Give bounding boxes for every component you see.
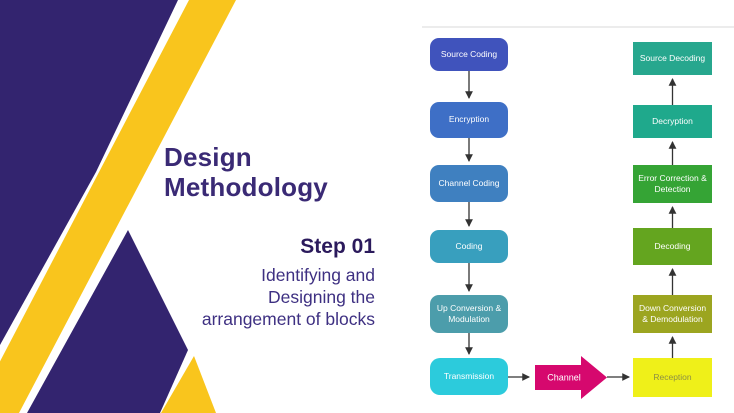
yellow-diagonal-band — [0, 0, 236, 413]
step-description: Identifying and Designing the arrangemen… — [201, 265, 375, 330]
flow-block-error-correction-detection: Error Correction & Detection — [633, 165, 712, 203]
flow-block-decoding: Decoding — [633, 228, 712, 265]
flow-block-reception: Reception — [633, 358, 712, 397]
flow-block-source-decoding: Source Decoding — [633, 42, 712, 75]
flow-block-up-conversion-modulation: Up Conversion & Modulation — [430, 295, 508, 333]
purple-triangle-lower — [27, 230, 188, 413]
connector-lines — [465, 71, 677, 381]
flow-block-down-conversion-demodulation: Down Conversion & Demodulation — [633, 295, 712, 333]
decorative-shapes — [0, 0, 236, 413]
step-text-block: Step 01 Identifying and Designing the ar… — [145, 235, 375, 330]
diagram-connectors: Channel — [422, 26, 734, 399]
flow-block-transmission: Transmission — [430, 358, 508, 395]
flow-block-decryption: Decryption — [633, 105, 712, 138]
channel-label: Channel — [547, 373, 581, 383]
channel-arrow-shape — [535, 356, 607, 399]
flow-block-channel-coding: Channel Coding — [430, 165, 508, 202]
yellow-triangle-bottom — [161, 356, 216, 413]
flow-block-coding: Coding — [430, 230, 508, 263]
step-number: Step 01 — [300, 235, 375, 258]
flow-block-encryption: Encryption — [430, 102, 508, 138]
block-diagram: Channel Source Coding Encryption Channel… — [420, 0, 734, 413]
slide-title: Design Methodology — [164, 142, 328, 203]
flow-block-source-coding: Source Coding — [430, 38, 508, 71]
purple-wedge-large — [0, 0, 178, 345]
